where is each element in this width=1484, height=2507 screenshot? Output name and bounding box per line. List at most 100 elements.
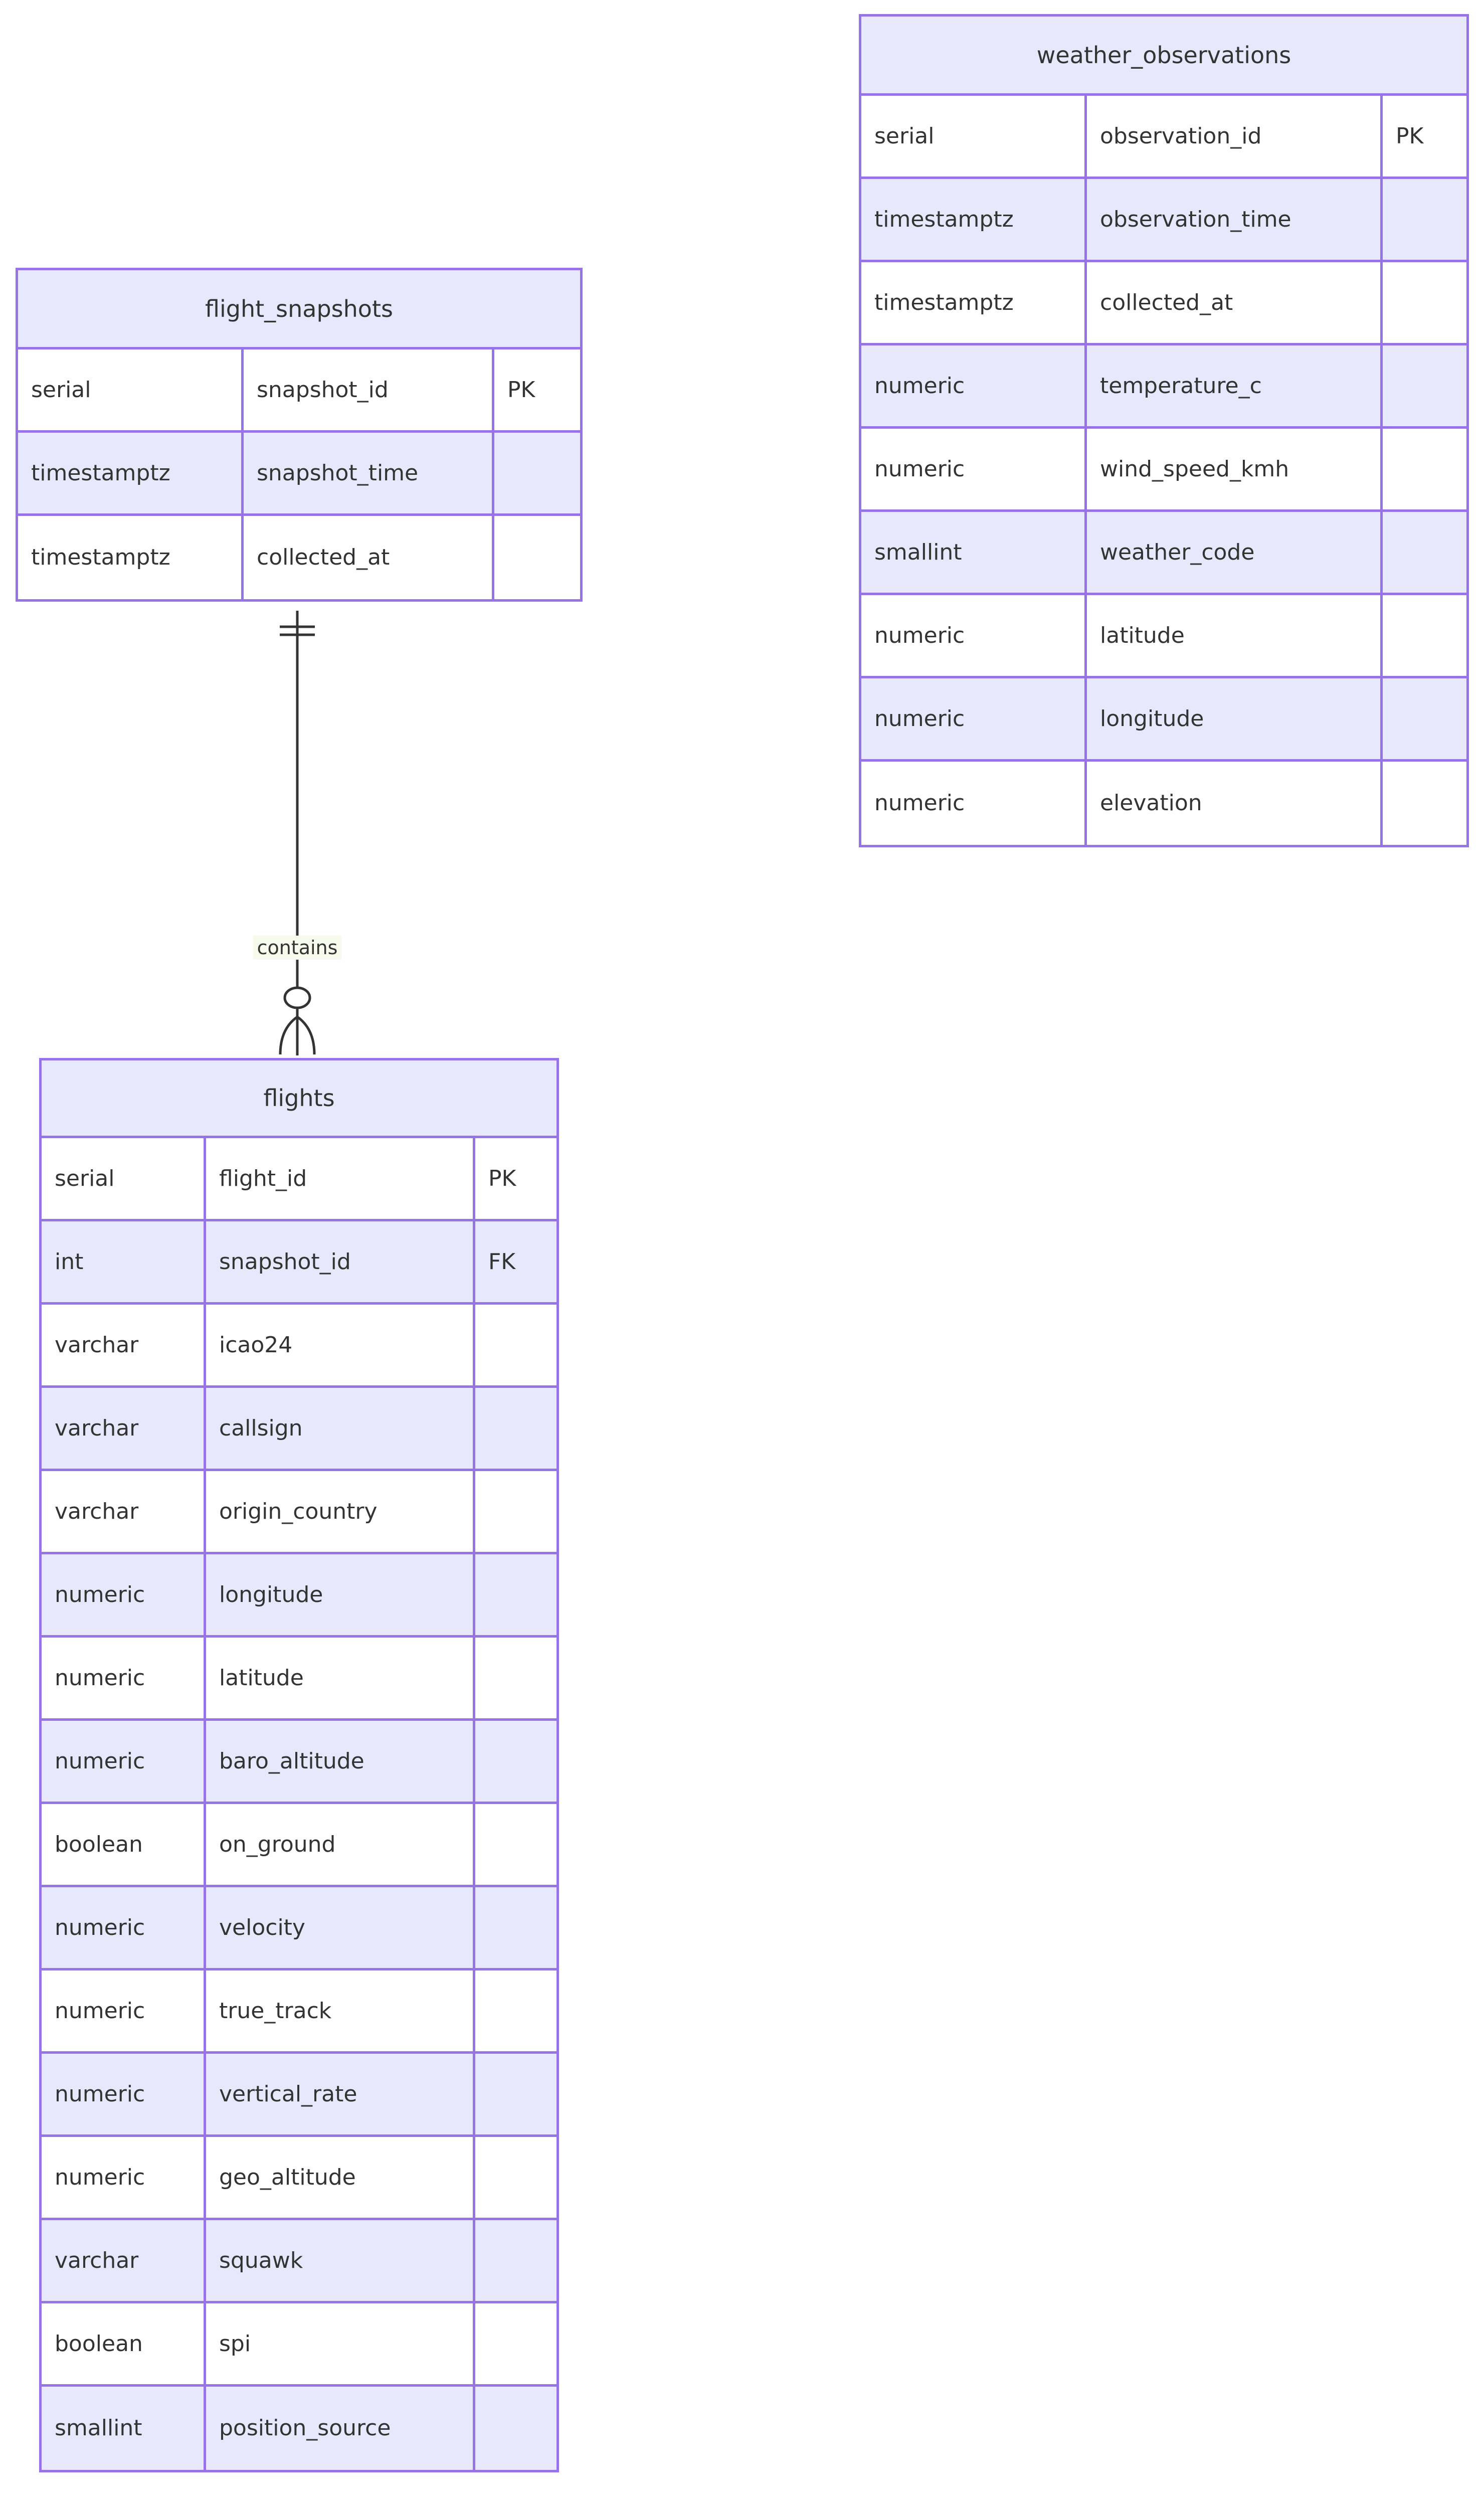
attribute-name: origin_country [206, 1471, 475, 1552]
entity-title-flights: flights [42, 1060, 556, 1138]
attribute-type: varchar [42, 1305, 206, 1385]
attribute-name: callsign [206, 1388, 475, 1469]
attribute-key-badge: FK [488, 1248, 516, 1275]
attribute-type: numeric [42, 2137, 206, 2218]
attribute-type: varchar [42, 1388, 206, 1469]
attribute-key-empty [475, 1971, 556, 2051]
attribute-name: flight_id [206, 1138, 475, 1219]
attribute-name: true_track [206, 1971, 475, 2051]
attribute-key-empty [475, 1638, 556, 1718]
attribute-name: observation_time [1087, 179, 1383, 260]
attribute-type: smallint [861, 512, 1087, 593]
attribute-key-empty [475, 1804, 556, 1885]
attribute-name: elevation [1087, 762, 1383, 845]
attribute-name: weather_code [1087, 512, 1383, 593]
attribute-type: serial [42, 1138, 206, 1219]
attribute-name: on_ground [206, 1804, 475, 1885]
attribute-type: timestamptz [861, 179, 1087, 260]
attribute-name: longitude [1087, 678, 1383, 759]
attribute-type: numeric [42, 1887, 206, 1968]
attribute-key-empty [1383, 345, 1466, 426]
attribute-key-empty [1383, 762, 1466, 845]
attribute-type: numeric [861, 345, 1087, 426]
attribute-key-badge: PK [507, 377, 535, 403]
attribute-type: numeric [861, 678, 1087, 759]
attribute-type: varchar [42, 1471, 206, 1552]
attribute-name: icao24 [206, 1305, 475, 1385]
attribute-type: numeric [861, 762, 1087, 845]
attribute-type: numeric [42, 1971, 206, 2051]
attribute-key-empty [475, 2387, 556, 2470]
attribute-name: snapshot_id [206, 1221, 475, 1302]
entity-title-flight_snapshots: flight_snapshots [18, 270, 580, 349]
attribute-key-empty [475, 2137, 556, 2218]
attribute-name: collected_at [1087, 262, 1383, 343]
attribute-type: smallint [42, 2387, 206, 2470]
attribute-name: velocity [206, 1887, 475, 1968]
attribute-name: geo_altitude [206, 2137, 475, 2218]
attribute-type: numeric [42, 1721, 206, 1802]
attribute-type: numeric [42, 1554, 206, 1635]
attribute-key-empty [1383, 595, 1466, 676]
attribute-name: observation_id [1087, 96, 1383, 176]
relationship-contains [279, 611, 316, 1055]
attribute-key-empty [1383, 262, 1466, 343]
attribute-type: timestamptz [18, 516, 244, 599]
attribute-name: latitude [206, 1638, 475, 1718]
attribute-key-empty [475, 1554, 556, 1635]
attribute-type: numeric [42, 1638, 206, 1718]
attribute-type: numeric [861, 429, 1087, 509]
attribute-key-empty [494, 516, 580, 599]
cardinality-zero-or-many-marker [279, 986, 316, 1055]
attribute-type: numeric [42, 2054, 206, 2134]
attribute-name: collected_at [244, 516, 494, 599]
relationship-label: contains [253, 936, 342, 960]
attribute-key-empty [1383, 678, 1466, 759]
attribute-key-empty [475, 1388, 556, 1469]
attribute-key-empty [475, 1887, 556, 1968]
attribute-key-empty [494, 433, 580, 513]
attribute-name: snapshot_id [244, 349, 494, 430]
attribute-name: vertical_rate [206, 2054, 475, 2134]
attribute-name: temperature_c [1087, 345, 1383, 426]
attribute-key-empty [1383, 512, 1466, 593]
attribute-key-empty [475, 2054, 556, 2134]
attribute-key-empty [475, 2220, 556, 2301]
attribute-type: boolean [42, 2303, 206, 2384]
entity-title-weather_observations: weather_observations [861, 17, 1466, 96]
attribute-name: longitude [206, 1554, 475, 1635]
attribute-key-empty [475, 1721, 556, 1802]
